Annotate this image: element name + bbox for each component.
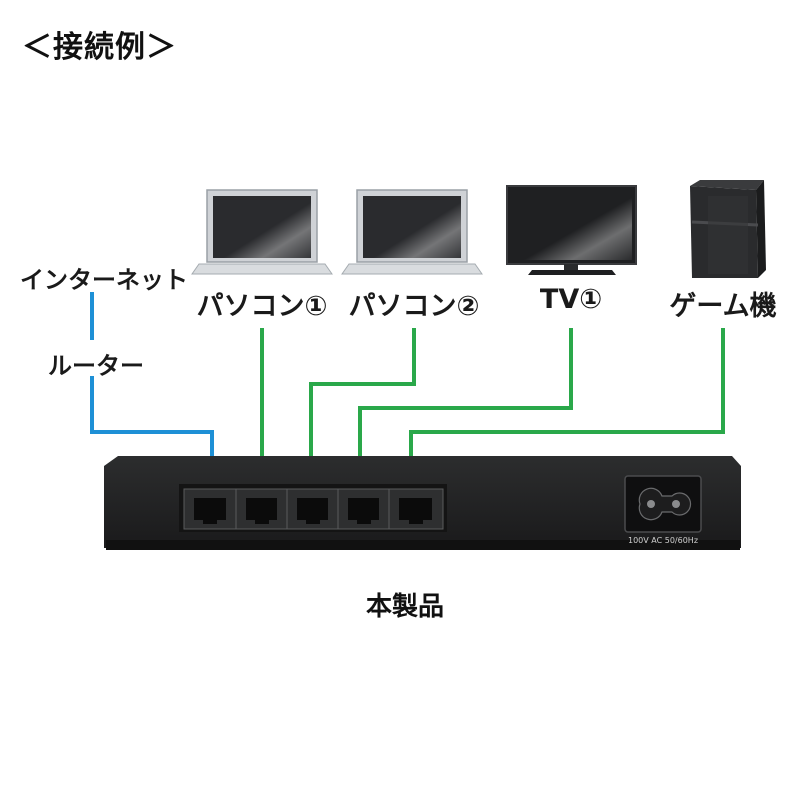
lan-port-1[interactable]: [183, 488, 237, 530]
lan-port-5[interactable]: [388, 488, 444, 530]
device-label-pc1: パソコン①: [196, 291, 328, 322]
device-label-pc2: パソコン②: [348, 291, 480, 322]
page-title: ＜接続例＞: [22, 30, 177, 65]
router-label: ルーター: [48, 352, 144, 380]
laptop-icon-2: [341, 189, 483, 275]
switch-body: [104, 456, 741, 550]
power-rating-label: 100V AC 50/60Hz: [628, 536, 699, 545]
game-console-icon: [690, 180, 766, 278]
laptop-icon-1: [191, 189, 333, 275]
device-label-game: ゲーム機: [669, 291, 777, 322]
device-label-tv: TV①: [539, 284, 603, 315]
lan-port-2[interactable]: [235, 488, 288, 530]
cable-tv: [358, 328, 573, 502]
product-label: 本製品: [365, 592, 444, 622]
internet-label: インターネット: [20, 266, 188, 294]
tv-icon: [506, 185, 637, 275]
cable-pc2: [309, 328, 416, 502]
lan-port-4[interactable]: [337, 488, 390, 530]
lan-port-3[interactable]: [286, 488, 339, 530]
power-inlet[interactable]: [624, 475, 702, 533]
